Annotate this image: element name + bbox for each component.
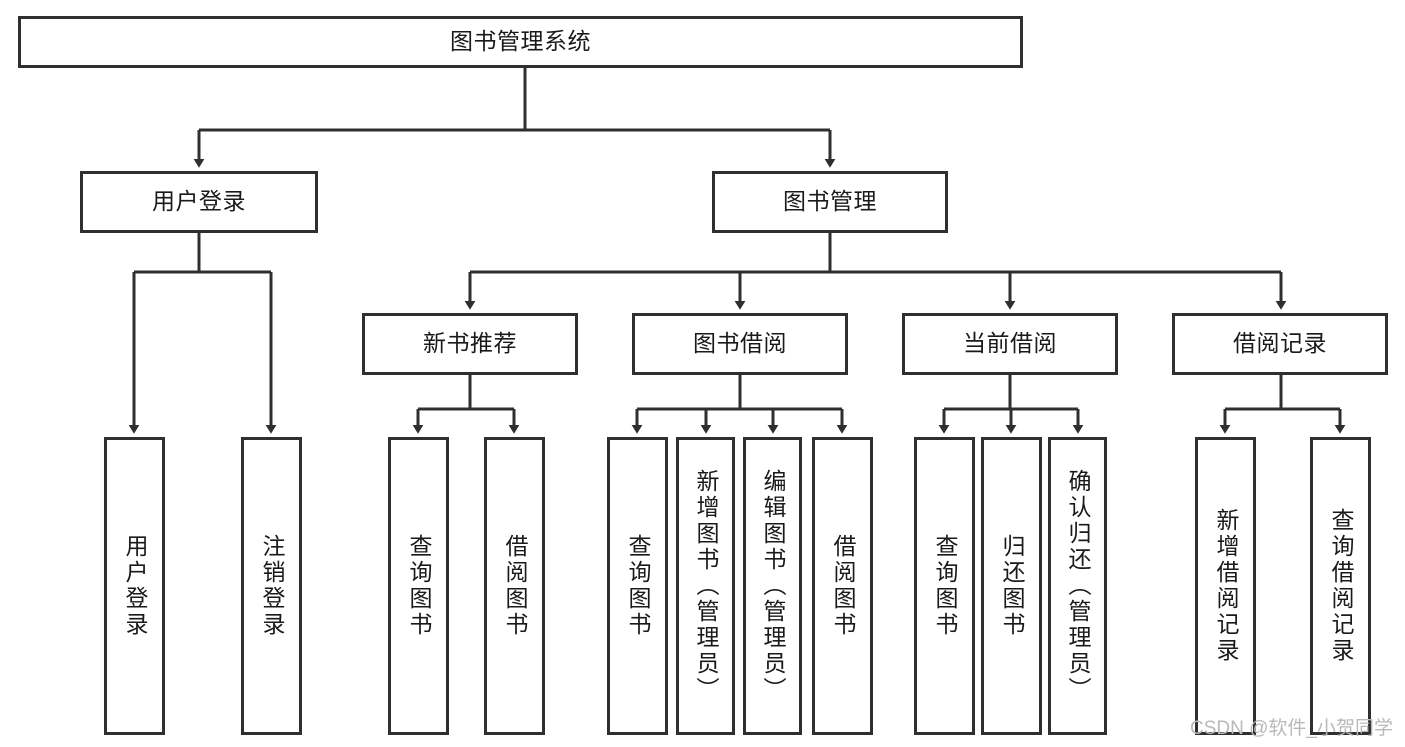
node-leaf-logout[interactable]: 注销登录 [241, 437, 302, 735]
node-leaf-user-login-label: 用户登录 [122, 534, 148, 638]
node-leaf-borrow-book-2-label: 借阅图书 [830, 534, 856, 638]
node-leaf-return-book[interactable]: 归还图书 [981, 437, 1042, 735]
node-new-book-recommend[interactable]: 新书推荐 [362, 313, 578, 375]
node-leaf-edit-book-admin-label: 编辑图书（管理员） [760, 469, 786, 703]
node-leaf-borrow-book-1-label: 借阅图书 [502, 534, 528, 638]
node-leaf-query-book-3[interactable]: 查询图书 [914, 437, 975, 735]
node-book-borrow[interactable]: 图书借阅 [632, 313, 848, 375]
node-current-borrow-label: 当前借阅 [963, 330, 1057, 357]
node-user-login-label: 用户登录 [152, 188, 246, 215]
node-new-book-recommend-label: 新书推荐 [423, 330, 517, 357]
node-borrow-record[interactable]: 借阅记录 [1172, 313, 1388, 375]
node-book-manage-label: 图书管理 [783, 188, 877, 215]
node-leaf-query-borrow-record[interactable]: 查询借阅记录 [1310, 437, 1371, 735]
node-leaf-add-book-admin-label: 新增图书（管理员） [693, 469, 719, 703]
node-leaf-confirm-return-admin[interactable]: 确认归还（管理员） [1048, 437, 1107, 735]
node-leaf-logout-label: 注销登录 [259, 534, 285, 638]
node-leaf-query-book-2-label: 查询图书 [625, 534, 651, 638]
node-leaf-edit-book-admin[interactable]: 编辑图书（管理员） [743, 437, 802, 735]
node-root[interactable]: 图书管理系统 [18, 16, 1023, 68]
node-leaf-query-book-1-label: 查询图书 [406, 534, 432, 638]
node-leaf-query-book-3-label: 查询图书 [932, 534, 958, 638]
node-leaf-query-book-2[interactable]: 查询图书 [607, 437, 668, 735]
node-leaf-return-book-label: 归还图书 [999, 534, 1025, 638]
node-leaf-add-borrow-record[interactable]: 新增借阅记录 [1195, 437, 1256, 735]
node-book-borrow-label: 图书借阅 [693, 330, 787, 357]
node-leaf-query-borrow-record-label: 查询借阅记录 [1328, 508, 1354, 664]
node-leaf-user-login[interactable]: 用户登录 [104, 437, 165, 735]
node-leaf-add-borrow-record-label: 新增借阅记录 [1213, 508, 1239, 664]
node-leaf-confirm-return-admin-label: 确认归还（管理员） [1065, 469, 1091, 703]
node-leaf-add-book-admin[interactable]: 新增图书（管理员） [676, 437, 735, 735]
node-root-label: 图书管理系统 [450, 28, 591, 55]
node-leaf-borrow-book-2[interactable]: 借阅图书 [812, 437, 873, 735]
node-book-manage[interactable]: 图书管理 [712, 171, 948, 233]
node-current-borrow[interactable]: 当前借阅 [902, 313, 1118, 375]
node-borrow-record-label: 借阅记录 [1233, 330, 1327, 357]
node-leaf-query-book-1[interactable]: 查询图书 [388, 437, 449, 735]
node-leaf-borrow-book-1[interactable]: 借阅图书 [484, 437, 545, 735]
node-user-login[interactable]: 用户登录 [80, 171, 318, 233]
